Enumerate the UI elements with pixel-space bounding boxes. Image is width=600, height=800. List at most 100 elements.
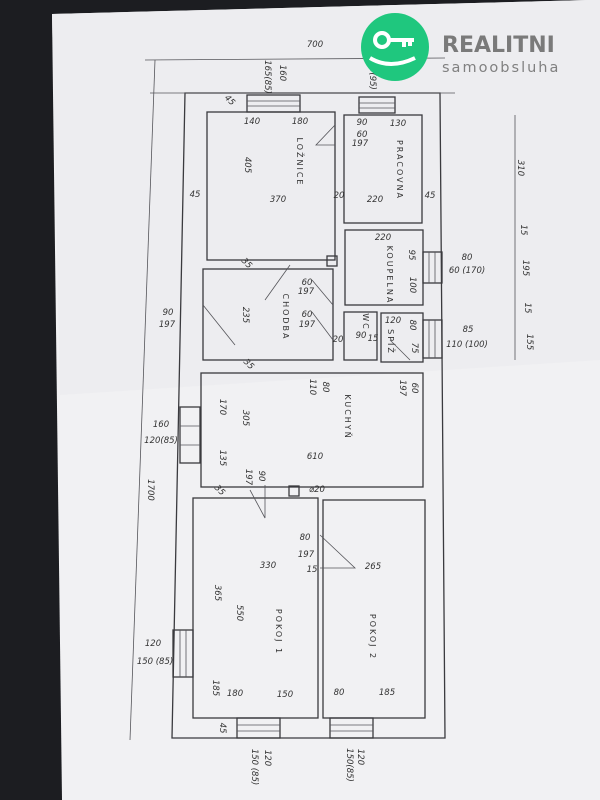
dimension-label: 610 [307, 452, 323, 462]
dimension-label: 110 [307, 379, 317, 395]
plan-labels: LOŽNICE PRACOVNA KOUPELNA CHODBA WC SPÍŽ KUCHY… [137, 40, 534, 785]
door-swings [202, 124, 411, 569]
dimension-label: 197 [397, 380, 407, 397]
dimension-label: 1700 [145, 479, 155, 501]
room-label: WC [361, 313, 370, 331]
dimension-label: 150 (85) [137, 657, 173, 667]
dimension-label: 197 [299, 320, 316, 330]
dimension-label: 85 [463, 325, 474, 335]
logo: REALITNI samoobsluha [361, 13, 560, 81]
dimension-label: 90 [356, 331, 367, 341]
dimension-label: 140 [244, 117, 260, 127]
dimension-label: 80 [462, 253, 473, 263]
dimension-label: 365 [212, 585, 222, 601]
dimension-label: 80 [320, 382, 330, 393]
dimension-label: 60 [357, 130, 368, 140]
dimension-label: 120 [145, 639, 161, 649]
room-pokoj-2 [322, 499, 426, 719]
dimension-label: 197 [159, 320, 176, 330]
plan-drawing [129, 57, 516, 741]
dimension-label: 15 [522, 303, 532, 314]
dimension-label: 135 [217, 450, 227, 466]
dimension-label: 550 [234, 605, 244, 621]
room-pracovna [343, 114, 423, 224]
room-label: POKOJ 2 [368, 614, 377, 660]
dimension-label: 15 [518, 225, 528, 236]
logo-name: REALITNI [442, 33, 555, 58]
dimension-label: 155(95) [367, 56, 377, 90]
dimension-label: 80 [407, 320, 417, 331]
dimension-label: 305 [240, 410, 250, 426]
room-label: CHODBA [281, 293, 290, 340]
dimension-label: 15 [307, 565, 318, 575]
room-chodba [202, 268, 334, 361]
dimension-label: 180 [292, 117, 308, 127]
room-label: LOŽNICE [295, 138, 306, 187]
dimension-label: 80 [300, 533, 311, 543]
dimension-label: 130 [390, 119, 406, 129]
logo-tagline: samoobsluha [442, 60, 560, 76]
room-label: KUCHYŇ [343, 394, 353, 439]
dimension-label: 405 [242, 157, 252, 173]
dimension-label: 170 [217, 399, 227, 415]
dimension-label: 120 [385, 316, 401, 326]
chimney [326, 255, 338, 267]
dimension-label: 235 [240, 307, 250, 323]
paper-fold-shade [52, 0, 600, 395]
dimension-label: 45 [425, 191, 436, 201]
dimension-label: 155 [524, 334, 534, 350]
dimension-label: 60 (170) [449, 266, 485, 276]
dimension-label: 197 [298, 550, 315, 560]
dimension-label: 90 [163, 308, 174, 318]
room-kuchyn [200, 372, 424, 488]
steps [172, 94, 443, 739]
dimension-label: 265 [365, 562, 381, 572]
dimension-label: ⌀20 [309, 485, 325, 495]
dimension-label: 100 [407, 277, 417, 293]
dimension-label: 120(85) [144, 436, 178, 446]
chimney [288, 485, 300, 497]
dimension-label: 90 [357, 118, 368, 128]
dimension-label: 185 [379, 688, 395, 698]
dimension-label: 90 [256, 471, 266, 482]
dimension-label: 120 [355, 749, 365, 765]
dimension-label: 150 [277, 690, 293, 700]
dimension-label: 310 [515, 160, 525, 176]
dimension-label: 75 [409, 343, 419, 354]
dimension-label: 60 [409, 383, 419, 394]
dimension-label: 60 [302, 310, 313, 320]
dimension-label: 45 [190, 190, 201, 200]
room-label: PRACOVNA [395, 140, 404, 200]
dimension-label: 160 [153, 420, 169, 430]
dimension-label: 197 [298, 287, 315, 297]
dimension-label: 197 [243, 469, 253, 486]
dimension-label: 150 (85) [249, 749, 259, 785]
dimension-label: 80 [334, 688, 345, 698]
dimension-label: 370 [270, 195, 286, 205]
dimension-label: 160 [277, 65, 287, 81]
dimension-label: 220 [375, 233, 391, 243]
dimension-label: 195 [520, 260, 530, 276]
dimension-label: 45 [217, 723, 227, 734]
dimension-label: 700 [307, 40, 323, 50]
logo-key-hand-icon [361, 13, 429, 81]
room-wc [343, 311, 378, 361]
room-label: POKOJ 1 [274, 609, 283, 655]
dimension-label: 60 [302, 278, 313, 288]
dimension-label: 330 [260, 561, 276, 571]
dimension-label: 20 [334, 191, 345, 201]
dimension-label: 220 [367, 195, 383, 205]
dimension-label: 15 [368, 334, 379, 344]
dimension-label: 95 [406, 250, 416, 261]
dimension-label: 165(85) [262, 60, 272, 94]
dimension-label: 150(85) [344, 748, 354, 782]
dimension-label: 110 (100) [446, 340, 488, 350]
dimension-label: 185 [210, 680, 220, 696]
room-label: SPÍŽ [386, 329, 397, 355]
dimension-label: 180 [227, 689, 243, 699]
room-label: KOUPELNA [385, 246, 394, 305]
dimension-label: 197 [352, 139, 369, 149]
dimension-label: 20 [333, 335, 344, 345]
dimension-label: 120 [262, 750, 272, 766]
